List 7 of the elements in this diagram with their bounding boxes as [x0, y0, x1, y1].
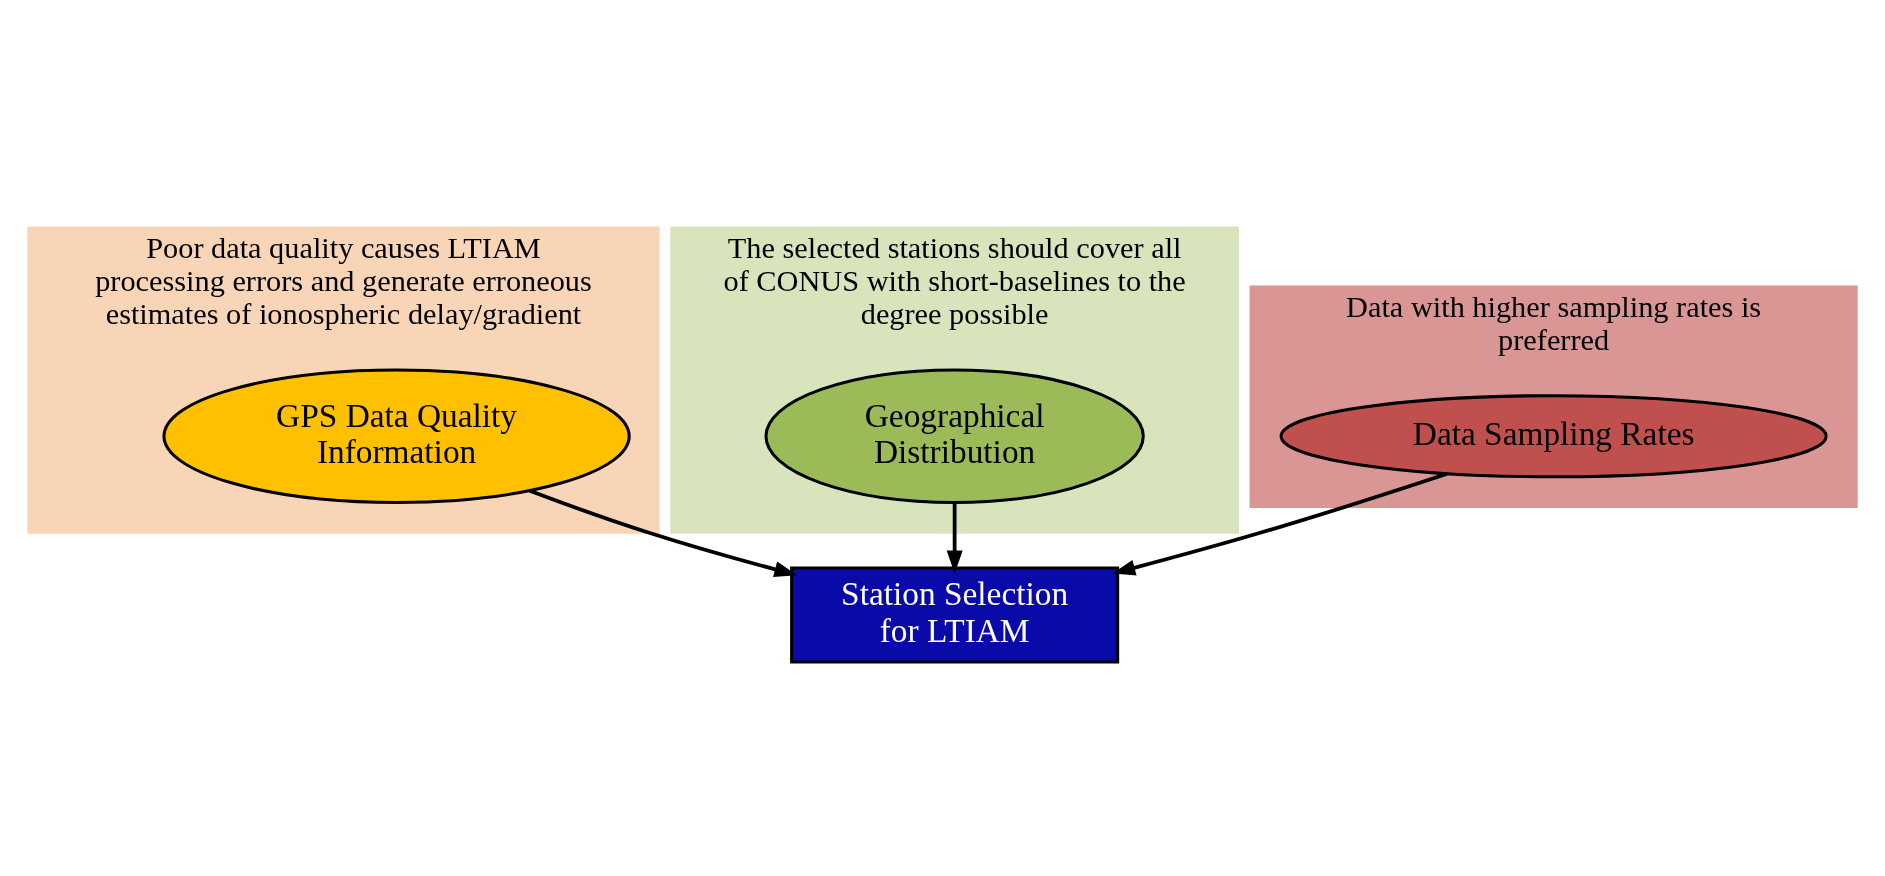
node-ellipse: GPS Data Quality Information	[162, 367, 631, 504]
arrow	[1112, 471, 1448, 575]
node-box: Station Selection for LTIAM	[790, 565, 1120, 663]
node-ellipse: Data Sampling Rates	[1279, 393, 1828, 478]
node-ellipse: Geographical Distribution	[764, 367, 1145, 504]
arrow	[946, 502, 963, 573]
arrow	[529, 488, 798, 577]
